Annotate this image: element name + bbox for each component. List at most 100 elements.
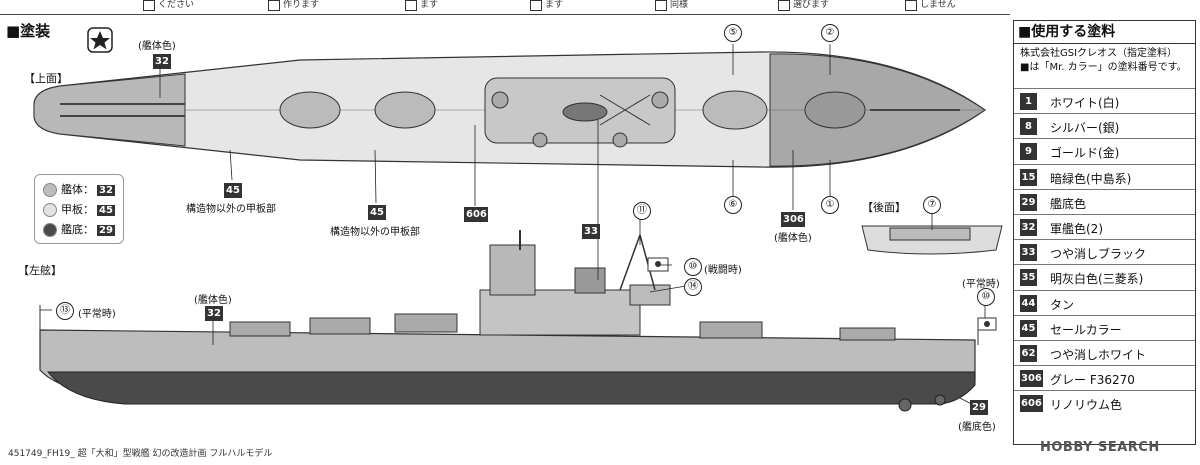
- paint-code: 8: [1020, 118, 1037, 136]
- part-number-10: ⑩: [977, 288, 995, 306]
- part-number-2: ②: [821, 24, 839, 42]
- paint-name: 艦底色: [1050, 196, 1087, 211]
- paint-name: ホワイト(白): [1050, 96, 1120, 110]
- paint-code: 45: [1020, 319, 1037, 337]
- instruction-strip: ください 作ります ます ます 同様 選びます しません: [0, 0, 1010, 15]
- paint-code: 32: [1020, 219, 1037, 236]
- paint-code: 15: [1020, 168, 1037, 186]
- paint-name: 暗緑色(中島系): [1050, 171, 1132, 186]
- paint-row: 32 軍艦色(2): [1014, 214, 1195, 240]
- color-legend: 艦体：32 甲板：45 艦底：29: [34, 174, 124, 244]
- paint-code: 35: [1020, 269, 1037, 287]
- paint-code-45: 45: [224, 183, 242, 198]
- legend-item: 甲板：45: [43, 201, 115, 217]
- hull-color-label: (艦体色): [194, 295, 232, 306]
- strip-cell: 選びます: [778, 0, 829, 14]
- paint-row: 62 つや消しホワイト: [1014, 340, 1195, 366]
- paint-row: 33 つや消しブラック: [1014, 239, 1195, 265]
- legend-item: 艦底：29: [43, 221, 115, 237]
- deck-color-swatch: [43, 203, 57, 217]
- paint-row: 1 ホワイト(白): [1014, 88, 1195, 114]
- paint-name: 明灰白色(三菱系): [1050, 272, 1144, 287]
- paint-code: 1: [1020, 93, 1037, 110]
- part-number-11: ⑪: [633, 202, 651, 220]
- star-icon: [87, 27, 113, 53]
- strip-cell: しません: [905, 0, 956, 14]
- paint-code-306: 306: [781, 212, 805, 227]
- paint-name: リノリウム色: [1050, 398, 1123, 413]
- glue-icon: [405, 0, 417, 11]
- paint-code-29: 29: [970, 400, 988, 415]
- same-icon: [655, 0, 667, 11]
- paint-row: 44 タン: [1014, 289, 1195, 316]
- legend-item: 艦体：32: [43, 181, 115, 197]
- paint-name: シルバー(銀): [1050, 121, 1120, 136]
- paint-code: 29: [1020, 193, 1037, 211]
- bottom-color-swatch: [43, 223, 57, 237]
- paint-row: 15 暗緑色(中島系): [1014, 163, 1195, 190]
- bottom-color-label: (艦底色): [958, 422, 996, 433]
- paint-code: 306: [1020, 370, 1043, 388]
- paint-note: ■は「Mr. カラー」の塗料番号です。: [1020, 62, 1187, 73]
- painting-section-title: ■塗装: [6, 22, 51, 40]
- paint-name: つや消しホワイト: [1050, 348, 1147, 362]
- port-view-label: 【左舷】: [18, 264, 62, 277]
- paint-name: タン: [1050, 297, 1075, 312]
- rear-view-label: 【後面】: [862, 201, 906, 214]
- peacetime-label: (平常時): [962, 279, 1000, 290]
- top-view-label: 【上面】: [24, 72, 68, 85]
- paint-name: ゴールド(金): [1050, 146, 1120, 161]
- hull-color-label: (艦体色): [138, 41, 176, 52]
- choose-icon: [778, 0, 790, 11]
- paint-code-33: 33: [582, 224, 600, 239]
- part-number-1: ①: [821, 196, 839, 214]
- strip-cell: ください: [143, 0, 194, 14]
- strip-cell: ます: [405, 0, 438, 14]
- paint-row: 606 リノリウム色: [1014, 390, 1195, 416]
- watermark: HOBBY SEARCH: [1040, 440, 1160, 455]
- paint-code: 606: [1020, 395, 1043, 413]
- paint-row: 8 シルバー(銀): [1014, 113, 1195, 139]
- paint-name: つや消しブラック: [1050, 247, 1147, 262]
- paint-name: 軍艦色(2): [1050, 222, 1103, 236]
- paint-code: 9: [1020, 143, 1037, 161]
- paint-maker: 株式会社GSIクレオス（指定塗料）: [1020, 48, 1178, 59]
- deck-label: 構造物以外の甲板部: [186, 204, 276, 215]
- paint-code: 44: [1020, 294, 1037, 312]
- strip-cell: 同様: [655, 0, 688, 14]
- part-number-7: ⑦: [923, 196, 941, 214]
- part-number-5: ⑤: [724, 24, 742, 42]
- hull-color-label: (艦体色): [774, 233, 812, 244]
- hull-color-swatch: [43, 183, 57, 197]
- paint-code-45: 45: [368, 205, 386, 220]
- deck-label: 構造物以外の甲板部: [330, 227, 420, 238]
- part-number-13: ⑬: [56, 302, 74, 320]
- paint-code-32: 32: [205, 306, 223, 321]
- paint-list-panel: ■使用する塗料 株式会社GSIクレオス（指定塗料） ■は「Mr. カラー」の塗料…: [1013, 20, 1196, 445]
- paint-code-32: 32: [153, 54, 171, 69]
- peacetime-label: (平常時): [78, 309, 116, 320]
- part-number-14: ⑭: [684, 278, 702, 296]
- ship-top-view: [33, 51, 987, 168]
- paint-row: 45 セールカラー: [1014, 314, 1195, 341]
- part-number-6: ⑥: [724, 196, 742, 214]
- paint-row: 9 ゴールド(金): [1014, 138, 1195, 164]
- paint-code: 62: [1020, 345, 1037, 362]
- build-icon: [268, 0, 280, 11]
- strip-cell: ます: [530, 0, 563, 14]
- paint-code: 33: [1020, 244, 1037, 262]
- wartime-label: (戦闘時): [704, 265, 742, 276]
- knife-icon: [530, 0, 542, 11]
- warning-icon: [143, 0, 155, 11]
- ship-port-view: [39, 230, 997, 412]
- paint-code-606: 606: [464, 207, 488, 222]
- part-number-10: ⑩: [684, 258, 702, 276]
- strip-cell: 作ります: [268, 0, 319, 14]
- paint-row: 306 グレー F36270: [1014, 365, 1195, 391]
- paint-list-title: ■使用する塗料: [1014, 21, 1195, 44]
- footer-caption: 451749_FH19_ 超「大和」型戦艦 幻の改造計画 フルハルモデル: [8, 449, 273, 459]
- paint-row: 29 艦底色: [1014, 188, 1195, 215]
- paint-name: グレー F36270: [1050, 373, 1135, 388]
- paint-row: 35 明灰白色(三菱系): [1014, 264, 1195, 290]
- paint-name: セールカラー: [1050, 322, 1122, 337]
